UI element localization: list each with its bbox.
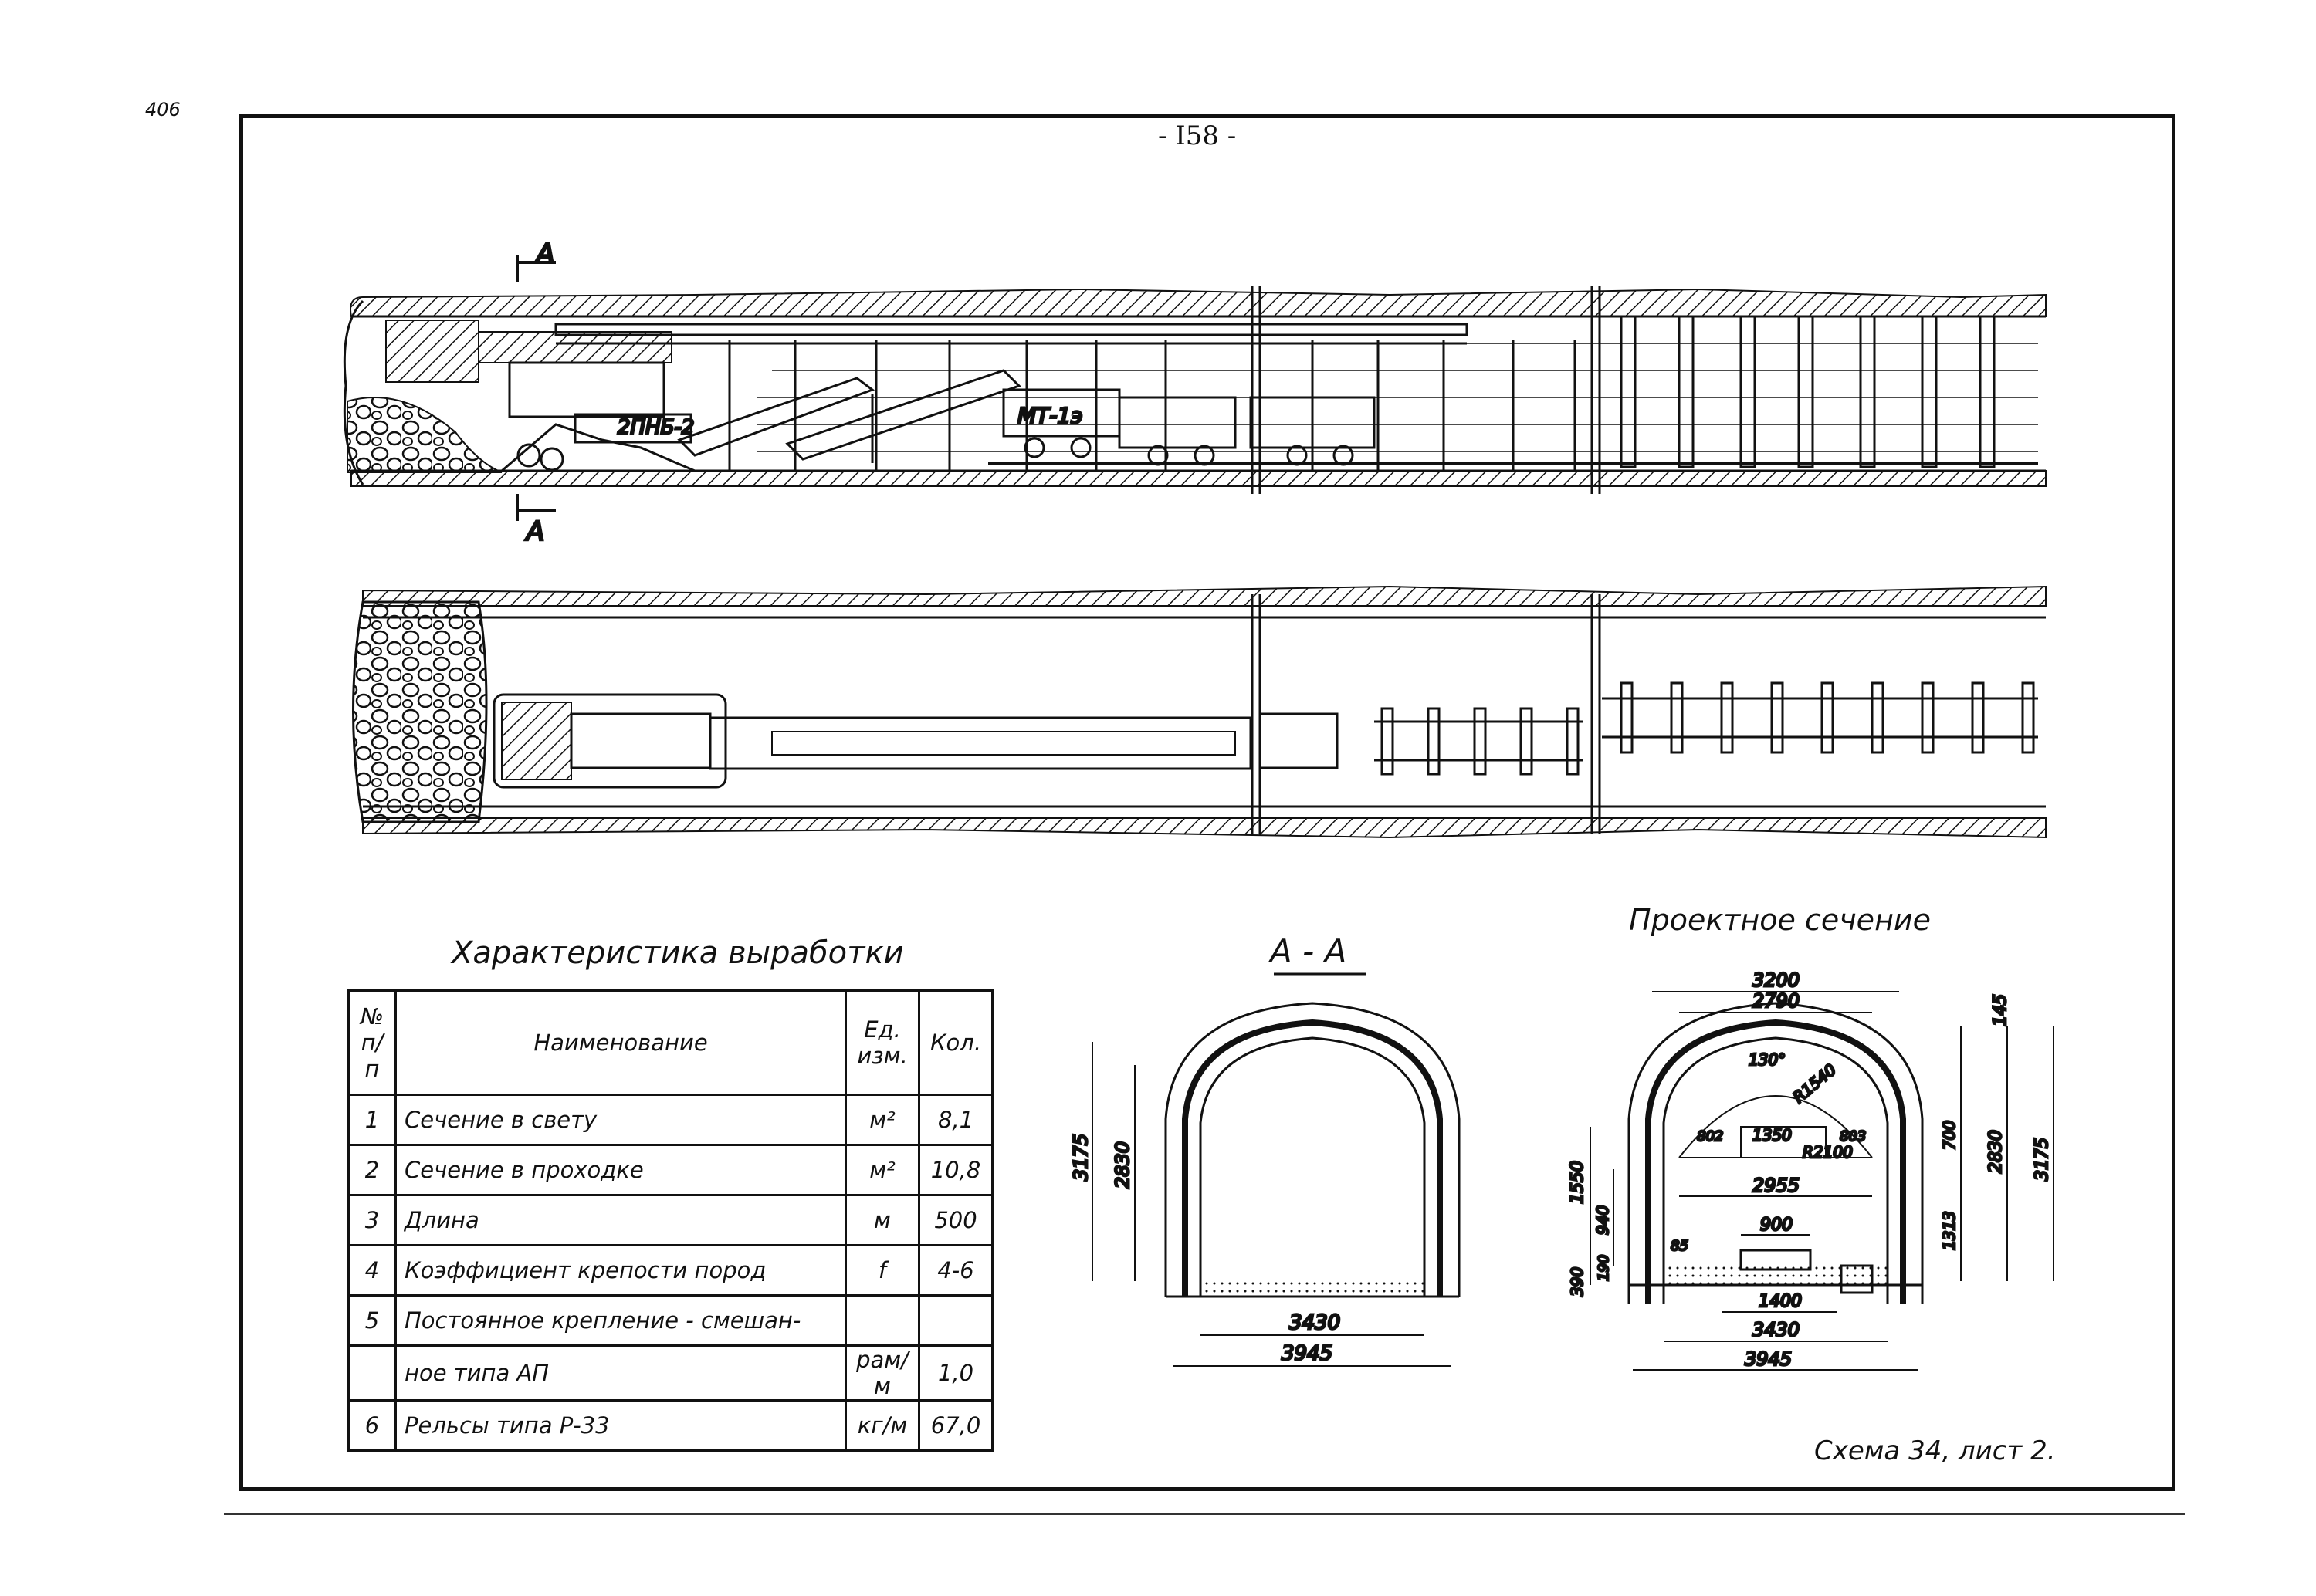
proj-700: 700 xyxy=(1940,1121,1959,1150)
header-no: № п/п xyxy=(347,989,397,1096)
cell-unit: м xyxy=(845,1194,920,1246)
proj-3945: 3945 xyxy=(1745,1348,1792,1370)
aa-width-outer: 3945 xyxy=(1282,1342,1332,1365)
corner-page-number: 406 xyxy=(145,99,181,120)
tunnel-elevation xyxy=(343,255,2047,521)
cell-name: Рельсы типа Р-33 xyxy=(394,1399,847,1452)
cell-name: ное типа АП xyxy=(394,1344,847,1402)
cell-qty: 67,0 xyxy=(918,1399,994,1452)
proj-3430: 3430 xyxy=(1752,1319,1800,1341)
aa-height-inner: 2830 xyxy=(1112,1141,1133,1189)
page-edge-line xyxy=(224,1513,2185,1515)
table-row: 6 Рельсы типа Р-33 кг/м 67,0 xyxy=(347,1399,994,1452)
schema-caption: Схема 34, лист 2. xyxy=(1814,1435,2056,1466)
spec-table: № п/п Наименование Ед. изм. Кол. 1 Сечен… xyxy=(347,989,994,1452)
cell-no: 4 xyxy=(347,1244,397,1297)
proj-803: 803 xyxy=(1840,1128,1866,1145)
cell-unit: f xyxy=(845,1244,920,1297)
proj-1550: 1550 xyxy=(1568,1161,1587,1204)
aa-height-outer: 3175 xyxy=(1070,1134,1092,1181)
cell-name: Постоянное крепление - смешан- xyxy=(394,1294,847,1347)
header-unit: Ед. изм. xyxy=(845,989,920,1096)
cell-no: 3 xyxy=(347,1194,397,1246)
spec-table-title: Характеристика выработки xyxy=(452,935,904,971)
proj-900: 900 xyxy=(1760,1216,1793,1235)
proj-190: 190 xyxy=(1596,1255,1612,1281)
proj-2830: 2830 xyxy=(1986,1130,2006,1173)
cell-qty: 10,8 xyxy=(918,1144,994,1196)
cell-no: 5 xyxy=(347,1294,397,1347)
proj-top-inner: 2790 xyxy=(1752,990,1800,1012)
table-row: 3 Длина м 500 xyxy=(347,1194,994,1246)
table-row: ное типа АП рам/м 1,0 xyxy=(347,1344,994,1402)
project-section-title: Проектное сечение xyxy=(1629,903,1931,937)
cell-no: 2 xyxy=(347,1144,397,1196)
project-section-drawing xyxy=(1590,991,2054,1371)
proj-390: 390 xyxy=(1568,1267,1586,1297)
cell-unit xyxy=(845,1294,920,1347)
section-aa-drawing xyxy=(1092,972,1461,1367)
proj-940: 940 xyxy=(1593,1205,1612,1235)
cell-qty: 4-6 xyxy=(918,1244,994,1297)
wagon-label: МТ-1э xyxy=(1017,403,1083,428)
cell-no: 6 xyxy=(347,1399,397,1452)
table-row: 2 Сечение в проходке м² 10,8 xyxy=(347,1144,994,1196)
table-header-row: № п/п Наименование Ед. изм. Кол. xyxy=(347,989,994,1096)
page-number: - I58 - xyxy=(1158,120,1237,151)
cell-unit: кг/м xyxy=(845,1399,920,1452)
cell-name: Коэффициент крепости пород xyxy=(394,1244,847,1297)
proj-802: 802 xyxy=(1697,1128,1723,1145)
header-name: Наименование xyxy=(394,989,847,1096)
header-qty: Кол. xyxy=(918,989,994,1096)
proj-top-outer: 3200 xyxy=(1752,969,1800,991)
tunnel-plan xyxy=(352,585,2047,839)
cell-qty: 1,0 xyxy=(918,1344,994,1402)
proj-85: 85 xyxy=(1671,1238,1688,1254)
cell-qty xyxy=(918,1294,994,1347)
proj-2955: 2955 xyxy=(1752,1175,1800,1196)
aa-width-inner: 3430 xyxy=(1289,1311,1340,1334)
table-row: 5 Постоянное крепление - смешан- xyxy=(347,1294,994,1347)
cell-name: Сечение в проходке xyxy=(394,1144,847,1196)
proj-1313: 1313 xyxy=(1940,1211,1959,1250)
cell-qty: 8,1 xyxy=(918,1094,994,1146)
loader-label: 2ПНБ-2 xyxy=(618,416,694,439)
cell-unit: м² xyxy=(845,1094,920,1146)
section-mark-bottom: A xyxy=(525,516,544,547)
cell-qty: 500 xyxy=(918,1194,994,1246)
cell-unit: рам/м xyxy=(845,1344,920,1402)
proj-r2: R2100 xyxy=(1803,1143,1853,1161)
table-row: 4 Коэффициент крепости пород f 4-6 xyxy=(347,1244,994,1297)
proj-3175: 3175 xyxy=(2033,1138,2052,1181)
section-aa-title: А - А xyxy=(1270,932,1347,970)
cell-no: 1 xyxy=(347,1094,397,1146)
cell-unit: м² xyxy=(845,1144,920,1196)
cell-name: Длина xyxy=(394,1194,847,1246)
table-row: 1 Сечение в свету м² 8,1 xyxy=(347,1094,994,1146)
drawing-frame xyxy=(239,114,2175,1491)
cell-no xyxy=(347,1344,397,1402)
proj-1400: 1400 xyxy=(1759,1292,1802,1311)
section-mark-top: A xyxy=(535,238,554,269)
proj-1350: 1350 xyxy=(1752,1126,1792,1145)
cell-name: Сечение в свету xyxy=(394,1094,847,1146)
proj-r1: R1540 xyxy=(1789,1060,1840,1107)
proj-angle: 130° xyxy=(1749,1050,1786,1069)
proj-145: 145 xyxy=(1991,994,2010,1026)
